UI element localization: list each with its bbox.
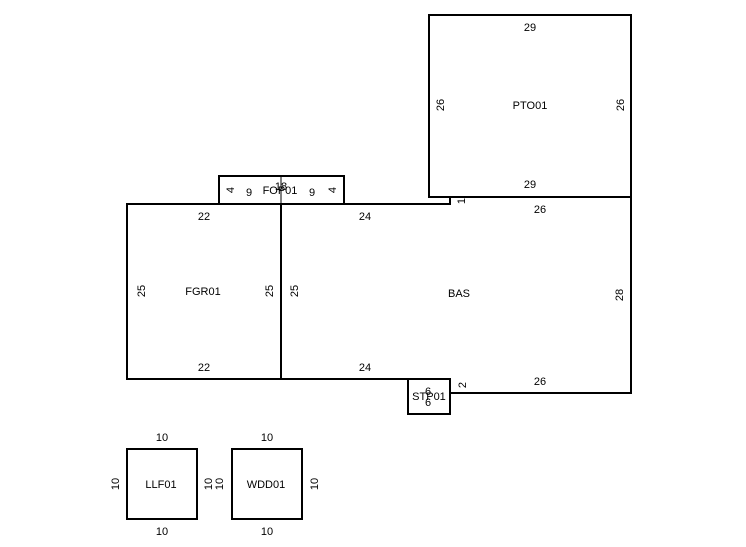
wdd01-outline: [231, 448, 303, 520]
wdd01-left-dim: 10: [214, 478, 226, 490]
llf01-outline: [126, 448, 198, 520]
fgr01-left-dim: 25: [136, 285, 148, 297]
fgr01-label: FGR01: [185, 286, 220, 298]
bas-area: BAS 24 26 24 26 25 28 1 2: [280, 196, 632, 394]
wdd01-bottom-dim: 10: [261, 526, 273, 538]
fop01-inner-a-dim: 9: [246, 187, 252, 199]
llf01-label: LLF01: [145, 479, 176, 491]
fop01-right-dim: 4: [327, 187, 339, 193]
fop01-label: FOP01: [263, 185, 298, 197]
bas-notch-bottom-dim: 2: [457, 382, 469, 388]
bas-notch-top-dim: 1: [456, 198, 468, 204]
wdd01-label: WDD01: [247, 479, 286, 491]
bas-bottom-dim: 24: [359, 362, 371, 374]
fgr01-outline: [126, 203, 282, 380]
llf01-bottom-dim: 10: [156, 526, 168, 538]
bas-left-dim: 25: [289, 285, 301, 297]
fgr01-bottom-dim: 22: [198, 362, 210, 374]
llf01-area: LLF01 10 10 10 10: [110, 432, 215, 538]
pto01-left-dim: 26: [435, 99, 447, 111]
bas-bottom-right-dim: 26: [534, 376, 546, 388]
pto01-right-dim: 26: [615, 99, 627, 111]
fgr01-top-dim: 22: [198, 211, 210, 223]
bas-top-dim: 24: [359, 211, 371, 223]
pto01-bottom-dim: 29: [524, 179, 536, 191]
stp01-label: STP01: [412, 391, 446, 403]
wdd01-right-dim: 10: [309, 478, 321, 490]
bas-right-dim: 28: [614, 289, 626, 301]
stp01-outline: [407, 378, 451, 415]
fgr01-area: FGR01 22 22 25 25: [126, 203, 282, 380]
pto01-outline: [428, 14, 632, 198]
stp01-top-dim: 6: [425, 386, 431, 398]
fop01-inner-b-dim: 9: [309, 187, 315, 199]
wdd01-top-dim: 10: [261, 432, 273, 444]
bas-label: BAS: [448, 288, 470, 300]
stp01-area: STP01 6 6: [407, 378, 451, 415]
fop01-area: FOP01 18 9 9 4 4: [218, 175, 345, 205]
fop01-top-dim: 18: [275, 181, 287, 193]
pto01-area: PTO01 29 29 26 26: [428, 14, 632, 198]
pto01-label: PTO01: [513, 100, 548, 112]
llf01-left-dim: 10: [110, 478, 122, 490]
fop01-left-dim: 4: [225, 187, 237, 193]
llf01-right-dim: 10: [203, 478, 215, 490]
wdd01-area: WDD01 10 10 10 10: [214, 432, 321, 538]
llf01-top-dim: 10: [156, 432, 168, 444]
bas-outline: [280, 196, 632, 394]
stp01-bottom-dim: 6: [425, 397, 431, 409]
bas-top-right-dim: 26: [534, 204, 546, 216]
fgr01-right-dim: 25: [264, 285, 276, 297]
pto01-top-dim: 29: [524, 22, 536, 34]
